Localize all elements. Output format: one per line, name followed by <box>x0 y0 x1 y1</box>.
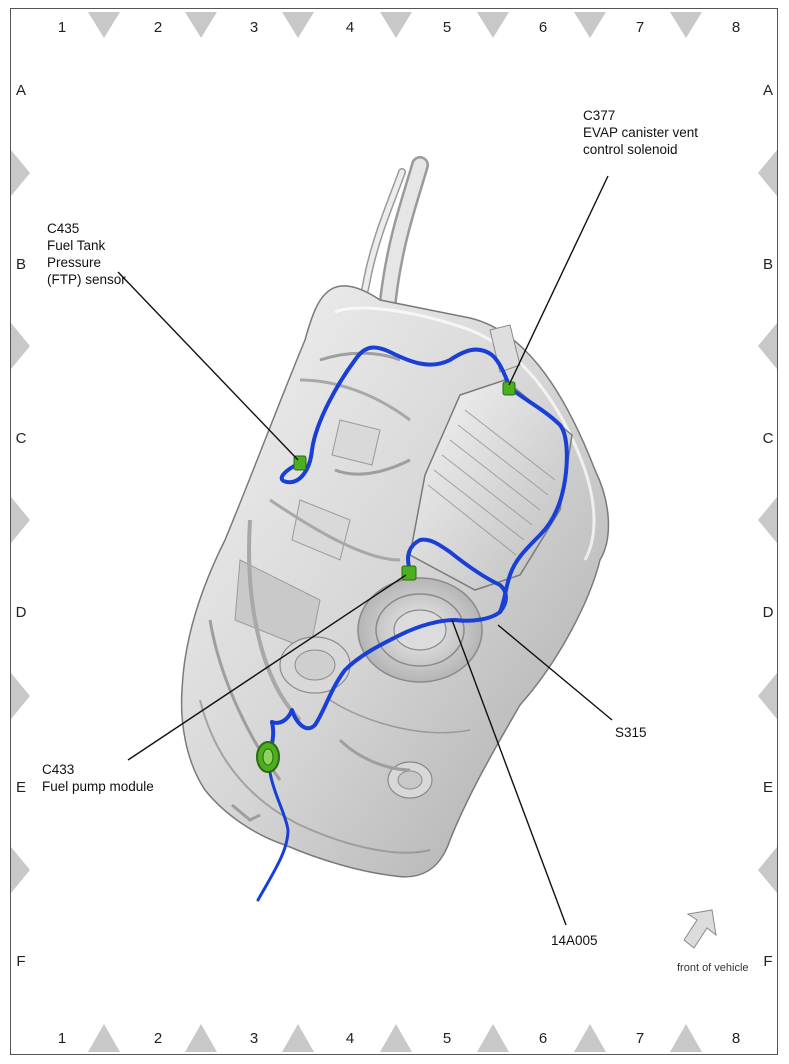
callout-c433: C433 Fuel pump module <box>42 762 154 794</box>
callout-14a005: 14A005 <box>551 933 598 948</box>
col-label-5: 5 <box>443 1030 451 1047</box>
row-label-b: B <box>763 256 773 273</box>
row-label-f: F <box>763 953 772 970</box>
bottom-column-labels: 1 2 3 4 5 6 7 8 <box>58 1030 740 1047</box>
left-grid-markers <box>11 150 30 893</box>
s315-id: S315 <box>615 725 647 740</box>
fuel-pump-module <box>357 577 483 683</box>
col-label-1: 1 <box>58 19 66 36</box>
row-label-d: D <box>16 604 27 621</box>
front-of-vehicle-indicator: front of vehicle <box>677 909 749 974</box>
col-label-5: 5 <box>443 19 451 36</box>
callout-c435: C435 Fuel Tank Pressure (FTP) sensor <box>47 221 126 287</box>
row-label-e: E <box>763 779 773 796</box>
harness-id: 14A005 <box>551 933 598 948</box>
row-label-d: D <box>763 604 774 621</box>
leader-lines <box>117 175 613 926</box>
col-label-8: 8 <box>732 1030 740 1047</box>
callout-s315: S315 <box>615 725 647 740</box>
row-label-c: C <box>16 430 27 447</box>
c377-desc-1: EVAP canister vent <box>583 125 698 140</box>
c435-id: C435 <box>47 221 79 236</box>
col-label-4: 4 <box>346 1030 354 1047</box>
wiring-harness-14a005 <box>256 345 569 902</box>
direction-arrow-icon <box>683 909 717 949</box>
col-label-2: 2 <box>154 1030 162 1047</box>
row-label-a: A <box>16 82 26 99</box>
c435-desc-1: Fuel Tank <box>47 238 106 253</box>
bottom-grid-markers <box>88 1024 702 1052</box>
col-label-3: 3 <box>250 1030 258 1047</box>
c433-desc: Fuel pump module <box>42 779 154 794</box>
row-label-a: A <box>763 82 773 99</box>
right-grid-markers <box>758 150 777 893</box>
col-label-6: 6 <box>539 19 547 36</box>
callout-c377: C377 EVAP canister vent control solenoid <box>583 108 698 157</box>
row-label-b: B <box>16 256 26 273</box>
left-row-labels: A B C D E F <box>16 82 27 970</box>
col-label-6: 6 <box>539 1030 547 1047</box>
c435-desc-3: (FTP) sensor <box>47 272 126 287</box>
c435-desc-2: Pressure <box>47 255 101 270</box>
top-column-labels: 1 2 3 4 5 6 7 8 <box>58 19 740 36</box>
col-label-2: 2 <box>154 19 162 36</box>
c433-id: C433 <box>42 762 74 777</box>
col-label-7: 7 <box>636 19 644 36</box>
connectors <box>256 381 516 773</box>
c433-connector <box>401 565 417 581</box>
right-row-labels: A B C D E F <box>763 82 774 970</box>
col-label-1: 1 <box>58 1030 66 1047</box>
c377-connector <box>502 381 516 396</box>
col-label-8: 8 <box>732 19 740 36</box>
c377-desc-2: control solenoid <box>583 142 678 157</box>
col-label-3: 3 <box>250 19 258 36</box>
front-of-vehicle-label: front of vehicle <box>677 962 749 974</box>
col-label-7: 7 <box>636 1030 644 1047</box>
row-label-f: F <box>16 953 25 970</box>
row-label-e: E <box>16 779 26 796</box>
c377-id: C377 <box>583 108 615 123</box>
top-grid-markers <box>88 12 702 38</box>
col-label-4: 4 <box>346 19 354 36</box>
row-label-c: C <box>763 430 774 447</box>
